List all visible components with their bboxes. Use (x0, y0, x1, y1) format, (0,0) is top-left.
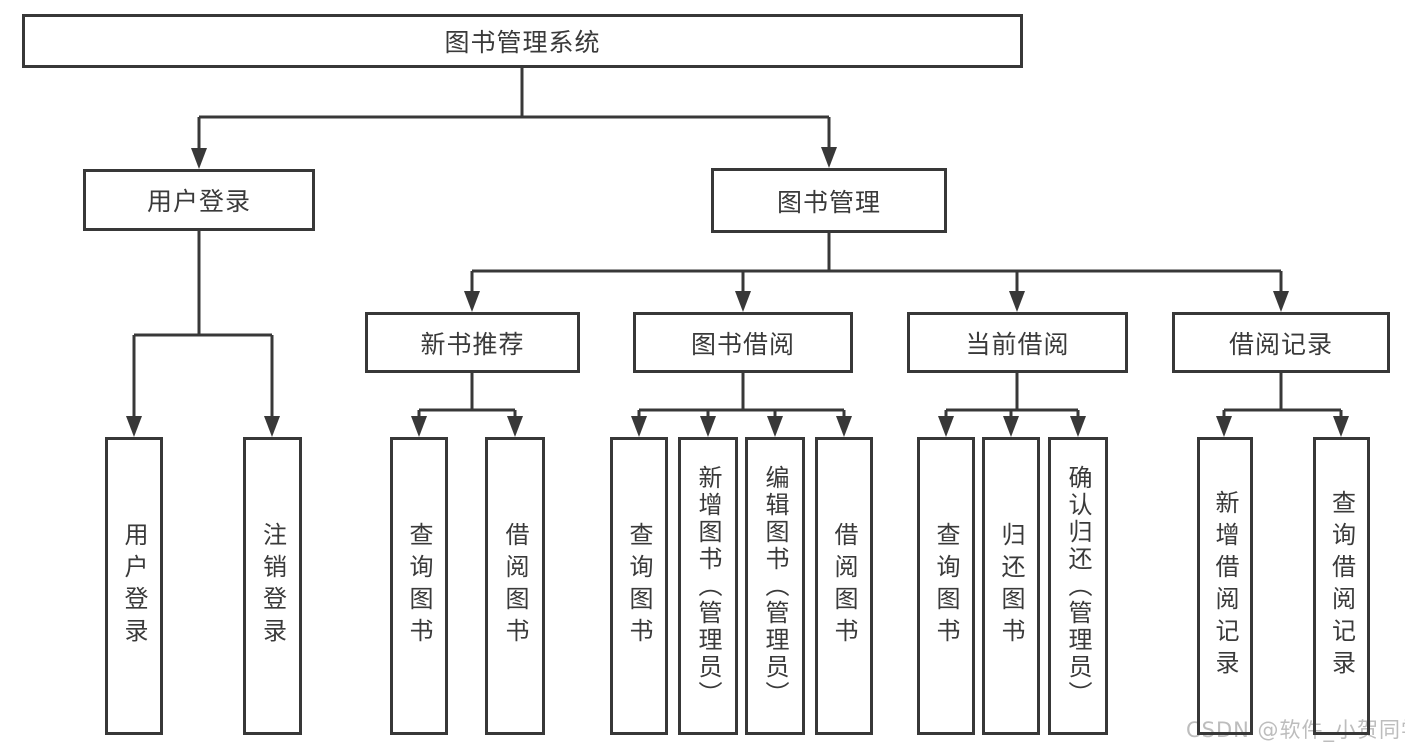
leaf-borrow-books-2: 借阅图书 (815, 437, 873, 735)
leaf-label: 查询借阅记录 (1327, 490, 1356, 682)
leaf-label: 新增借阅记录 (1211, 490, 1239, 682)
node-book-borrow: 图书借阅 (633, 312, 853, 373)
leaf-label: 新增图书（管理员） (694, 464, 722, 708)
node-book-mgmt: 图书管理 (711, 168, 947, 233)
leaf-query-books-2: 查询图书 (610, 437, 668, 735)
leaf-label: 编辑图书（管理员） (761, 464, 789, 708)
leaf-borrow-books-1: 借阅图书 (485, 437, 545, 735)
leaf-label: 查询图书 (932, 522, 960, 650)
leaf-label: 确认归还（管理员） (1064, 464, 1092, 708)
node-new-books: 新书推荐 (365, 312, 580, 373)
leaf-label: 用户登录 (120, 522, 148, 650)
leaf-add-books-admin: 新增图书（管理员） (678, 437, 738, 735)
leaf-query-books-3: 查询图书 (917, 437, 975, 735)
leaf-user-login: 用户登录 (105, 437, 163, 735)
csdn-watermark: CSDN @软件_小贺同学 (1186, 718, 1405, 742)
leaf-edit-books-admin: 编辑图书（管理员） (745, 437, 805, 735)
leaf-query-borrow-record: 查询借阅记录 (1313, 437, 1370, 735)
leaf-label: 借阅图书 (830, 522, 858, 650)
leaf-label: 查询图书 (405, 522, 433, 650)
leaf-add-borrow-record: 新增借阅记录 (1197, 437, 1253, 735)
leaf-return-books: 归还图书 (982, 437, 1040, 735)
leaf-label: 查询图书 (625, 522, 653, 650)
leaf-confirm-return-admin: 确认归还（管理员） (1048, 437, 1108, 735)
node-root: 图书管理系统 (22, 14, 1023, 68)
node-user-login: 用户登录 (83, 169, 315, 231)
leaf-label: 注销登录 (258, 522, 287, 650)
node-current-borrow: 当前借阅 (907, 312, 1128, 373)
leaf-query-books-1: 查询图书 (390, 437, 448, 735)
leaf-label: 归还图书 (997, 522, 1025, 650)
leaf-label: 借阅图书 (501, 522, 529, 650)
leaf-logout: 注销登录 (243, 437, 302, 735)
node-borrow-records: 借阅记录 (1172, 312, 1390, 373)
